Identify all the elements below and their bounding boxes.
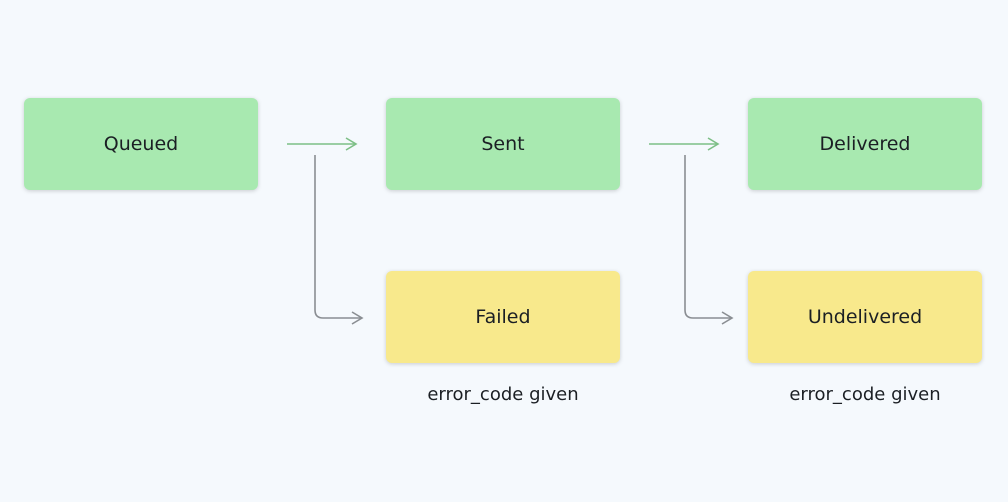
node-failed: Failed — [386, 271, 620, 363]
node-undelivered: Undelivered — [748, 271, 982, 363]
arrow-queued-to-failed — [314, 155, 364, 325]
node-sent-label: Sent — [481, 133, 525, 155]
arrow-sent-to-undelivered — [684, 155, 734, 325]
note-failed-error-code: error_code given — [427, 384, 579, 405]
node-queued-label: Queued — [103, 133, 179, 155]
node-delivered: Delivered — [748, 98, 982, 190]
node-sent: Sent — [386, 98, 620, 190]
arrow-sent-to-delivered — [649, 137, 720, 151]
node-undelivered-label: Undelivered — [807, 306, 923, 328]
note-undelivered-error-code: error_code given — [789, 384, 941, 405]
arrow-queued-to-sent — [287, 137, 358, 151]
node-failed-label: Failed — [475, 306, 531, 328]
node-queued: Queued — [24, 98, 258, 190]
node-delivered-label: Delivered — [819, 133, 911, 155]
